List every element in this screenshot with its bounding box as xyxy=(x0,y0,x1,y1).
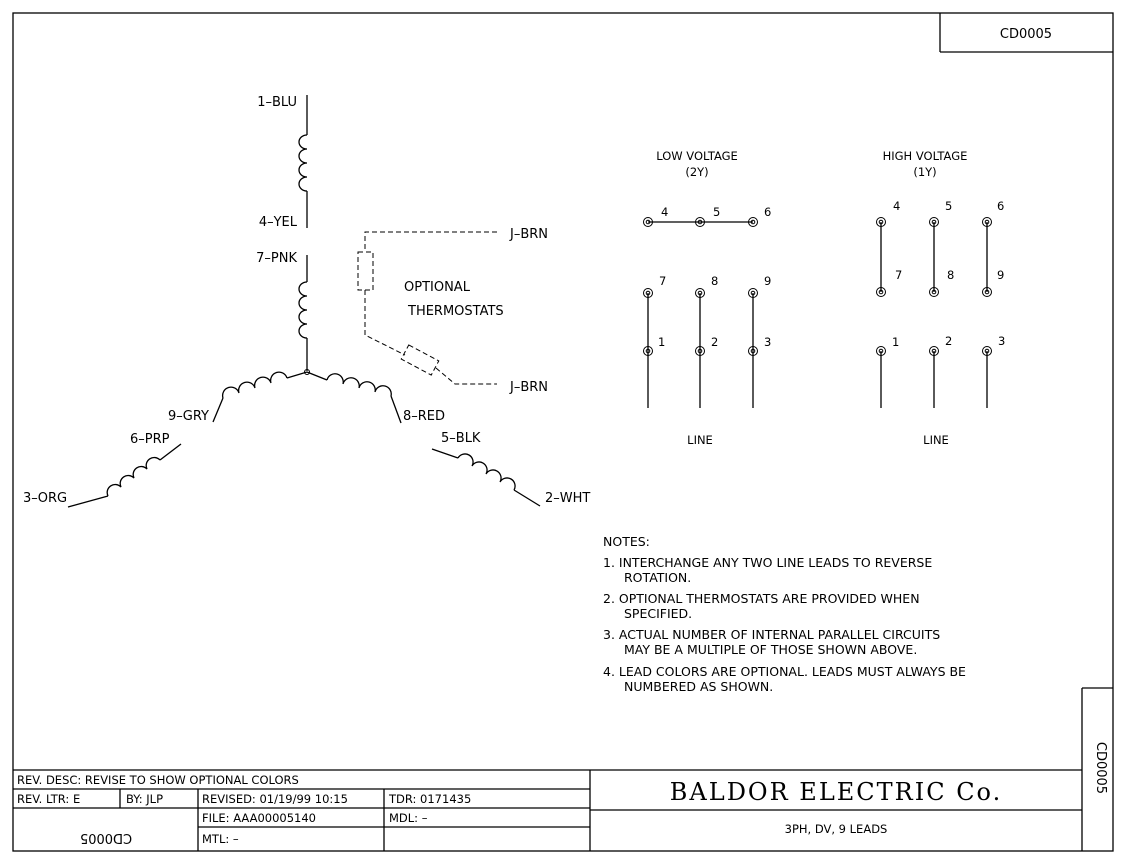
note-1-line-2: ROTATION. xyxy=(624,570,691,585)
side-drawing-number-tab: CD0005 xyxy=(1081,687,1113,851)
drawing-number-box: CD0005 xyxy=(939,13,1113,53)
lead-label-4: 4–YEL xyxy=(259,215,298,230)
drawing-number-inverted: CD0005 xyxy=(80,830,132,845)
lead-label-6: 6–PRP xyxy=(130,432,170,447)
winding-1-4 xyxy=(298,95,308,228)
lv-label-5: 5 xyxy=(713,205,720,219)
hv-label-7: 7 xyxy=(895,268,902,282)
lv-terminal-2 xyxy=(695,346,705,356)
lead-label-1: 1–BLU xyxy=(257,95,297,110)
rev-ltr: REV. LTR: E xyxy=(17,792,80,806)
hv-terminal-4 xyxy=(876,217,886,227)
note-2-line-2: SPECIFIED. xyxy=(624,606,692,621)
high-voltage-title: HIGH VOLTAGE xyxy=(883,149,968,163)
lead-label-3: 3–ORG xyxy=(23,491,67,506)
drawing-number-side: CD0005 xyxy=(1093,742,1108,794)
hv-label-4: 4 xyxy=(893,199,900,213)
hv-terminal-6 xyxy=(982,217,992,227)
winding-center-9 xyxy=(212,371,308,423)
company-name: BALDOR ELECTRIC Co. xyxy=(670,778,1002,806)
high-voltage-connection: HIGH VOLTAGE (1Y) 4 5 6 7 8 9 1 2 3 LINE xyxy=(876,149,1005,447)
file-name: FILE: AAA00005140 xyxy=(202,811,316,825)
lv-terminal-7 xyxy=(643,288,653,298)
thermostat-lead-top: J–BRN xyxy=(509,227,548,242)
lead-label-9: 9–GRY xyxy=(168,409,209,424)
lv-terminal-3 xyxy=(748,346,758,356)
optional-thermostats: OPTIONAL THERMOSTATS J–BRN J–BRN xyxy=(357,227,548,395)
hv-line-label: LINE xyxy=(923,433,949,447)
lv-line-label: LINE xyxy=(687,433,713,447)
thermostat-label-1: OPTIONAL xyxy=(404,280,471,295)
hv-label-9: 9 xyxy=(997,268,1004,282)
hv-label-1: 1 xyxy=(892,335,899,349)
lv-label-9: 9 xyxy=(764,274,771,288)
note-3-line-2: MAY BE A MULTIPLE OF THOSE SHOWN ABOVE. xyxy=(624,642,917,657)
lv-terminal-9 xyxy=(748,288,758,298)
rev-by: BY: JLP xyxy=(126,792,163,806)
lv-label-6: 6 xyxy=(764,205,771,219)
mtl-value: MTL: – xyxy=(202,832,239,846)
hv-label-3: 3 xyxy=(998,334,1005,348)
high-voltage-subtitle: (1Y) xyxy=(913,165,936,179)
winding-center-8 xyxy=(306,371,402,424)
hv-terminal-5 xyxy=(929,217,939,227)
lead-label-8: 8–RED xyxy=(403,409,445,424)
hv-label-5: 5 xyxy=(945,199,952,213)
tdr-number: TDR: 0171435 xyxy=(388,792,471,806)
note-3-line-1: 3. ACTUAL NUMBER OF INTERNAL PARALLEL CI… xyxy=(603,627,940,642)
lv-terminal-1 xyxy=(643,346,653,356)
notes: NOTES: 1. INTERCHANGE ANY TWO LINE LEADS… xyxy=(603,534,966,694)
lv-terminal-8 xyxy=(695,288,705,298)
hv-terminal-2 xyxy=(929,346,939,356)
note-4-line-1: 4. LEAD COLORS ARE OPTIONAL. LEADS MUST … xyxy=(603,664,966,679)
lv-terminal-5 xyxy=(695,217,705,227)
hv-label-8: 8 xyxy=(947,268,954,282)
lead-label-2: 2–WHT xyxy=(545,491,590,506)
winding-6-3 xyxy=(67,443,182,508)
lv-label-2: 2 xyxy=(711,335,718,349)
low-voltage-title: LOW VOLTAGE xyxy=(656,149,738,163)
drawing-number-top: CD0005 xyxy=(1000,27,1052,42)
note-1-line-1: 1. INTERCHANGE ANY TWO LINE LEADS TO REV… xyxy=(603,555,932,570)
rev-desc: REV. DESC: REVISE TO SHOW OPTIONAL COLOR… xyxy=(17,773,299,787)
winding-schematic: 1–BLU 4–YEL 7–PNK 9–GRY 6–PRP 3–ORG xyxy=(23,95,590,508)
hv-terminal-9 xyxy=(982,287,992,297)
mdl-value: MDL: – xyxy=(389,811,428,825)
lv-label-7: 7 xyxy=(659,274,666,288)
notes-heading: NOTES: xyxy=(603,534,650,549)
lead-label-5: 5–BLK xyxy=(441,431,481,446)
lead-label-7: 7–PNK xyxy=(256,251,297,266)
lv-terminal-6 xyxy=(748,217,758,227)
drawing-description: 3PH, DV, 9 LEADS xyxy=(785,822,888,836)
low-voltage-connection: LOW VOLTAGE (2Y) 4 5 6 7 8 9 1 2 3 LINE xyxy=(643,149,771,447)
lv-label-1: 1 xyxy=(658,335,665,349)
hv-terminal-8 xyxy=(929,287,939,297)
lv-label-4: 4 xyxy=(661,205,668,219)
thermostat-label-2: THERMOSTATS xyxy=(407,304,504,319)
lv-label-8: 8 xyxy=(711,274,718,288)
low-voltage-subtitle: (2Y) xyxy=(685,165,708,179)
hv-label-6: 6 xyxy=(997,199,1004,213)
title-block: REV. DESC: REVISE TO SHOW OPTIONAL COLOR… xyxy=(13,769,1082,851)
sheet-border xyxy=(12,12,1114,852)
note-2-line-1: 2. OPTIONAL THERMOSTATS ARE PROVIDED WHE… xyxy=(603,591,920,606)
hv-label-2: 2 xyxy=(945,334,952,348)
winding-5-2 xyxy=(431,448,541,507)
hv-terminal-7 xyxy=(876,287,886,297)
lv-terminal-4 xyxy=(643,217,653,227)
hv-terminal-1 xyxy=(876,346,886,356)
revised-date: REVISED: 01/19/99 10:15 xyxy=(202,792,348,806)
lv-label-3: 3 xyxy=(764,335,771,349)
thermostat-lead-bottom: J–BRN xyxy=(509,380,548,395)
note-4-line-2: NUMBERED AS SHOWN. xyxy=(624,679,773,694)
winding-7-center xyxy=(298,255,310,375)
hv-terminal-3 xyxy=(982,346,992,356)
